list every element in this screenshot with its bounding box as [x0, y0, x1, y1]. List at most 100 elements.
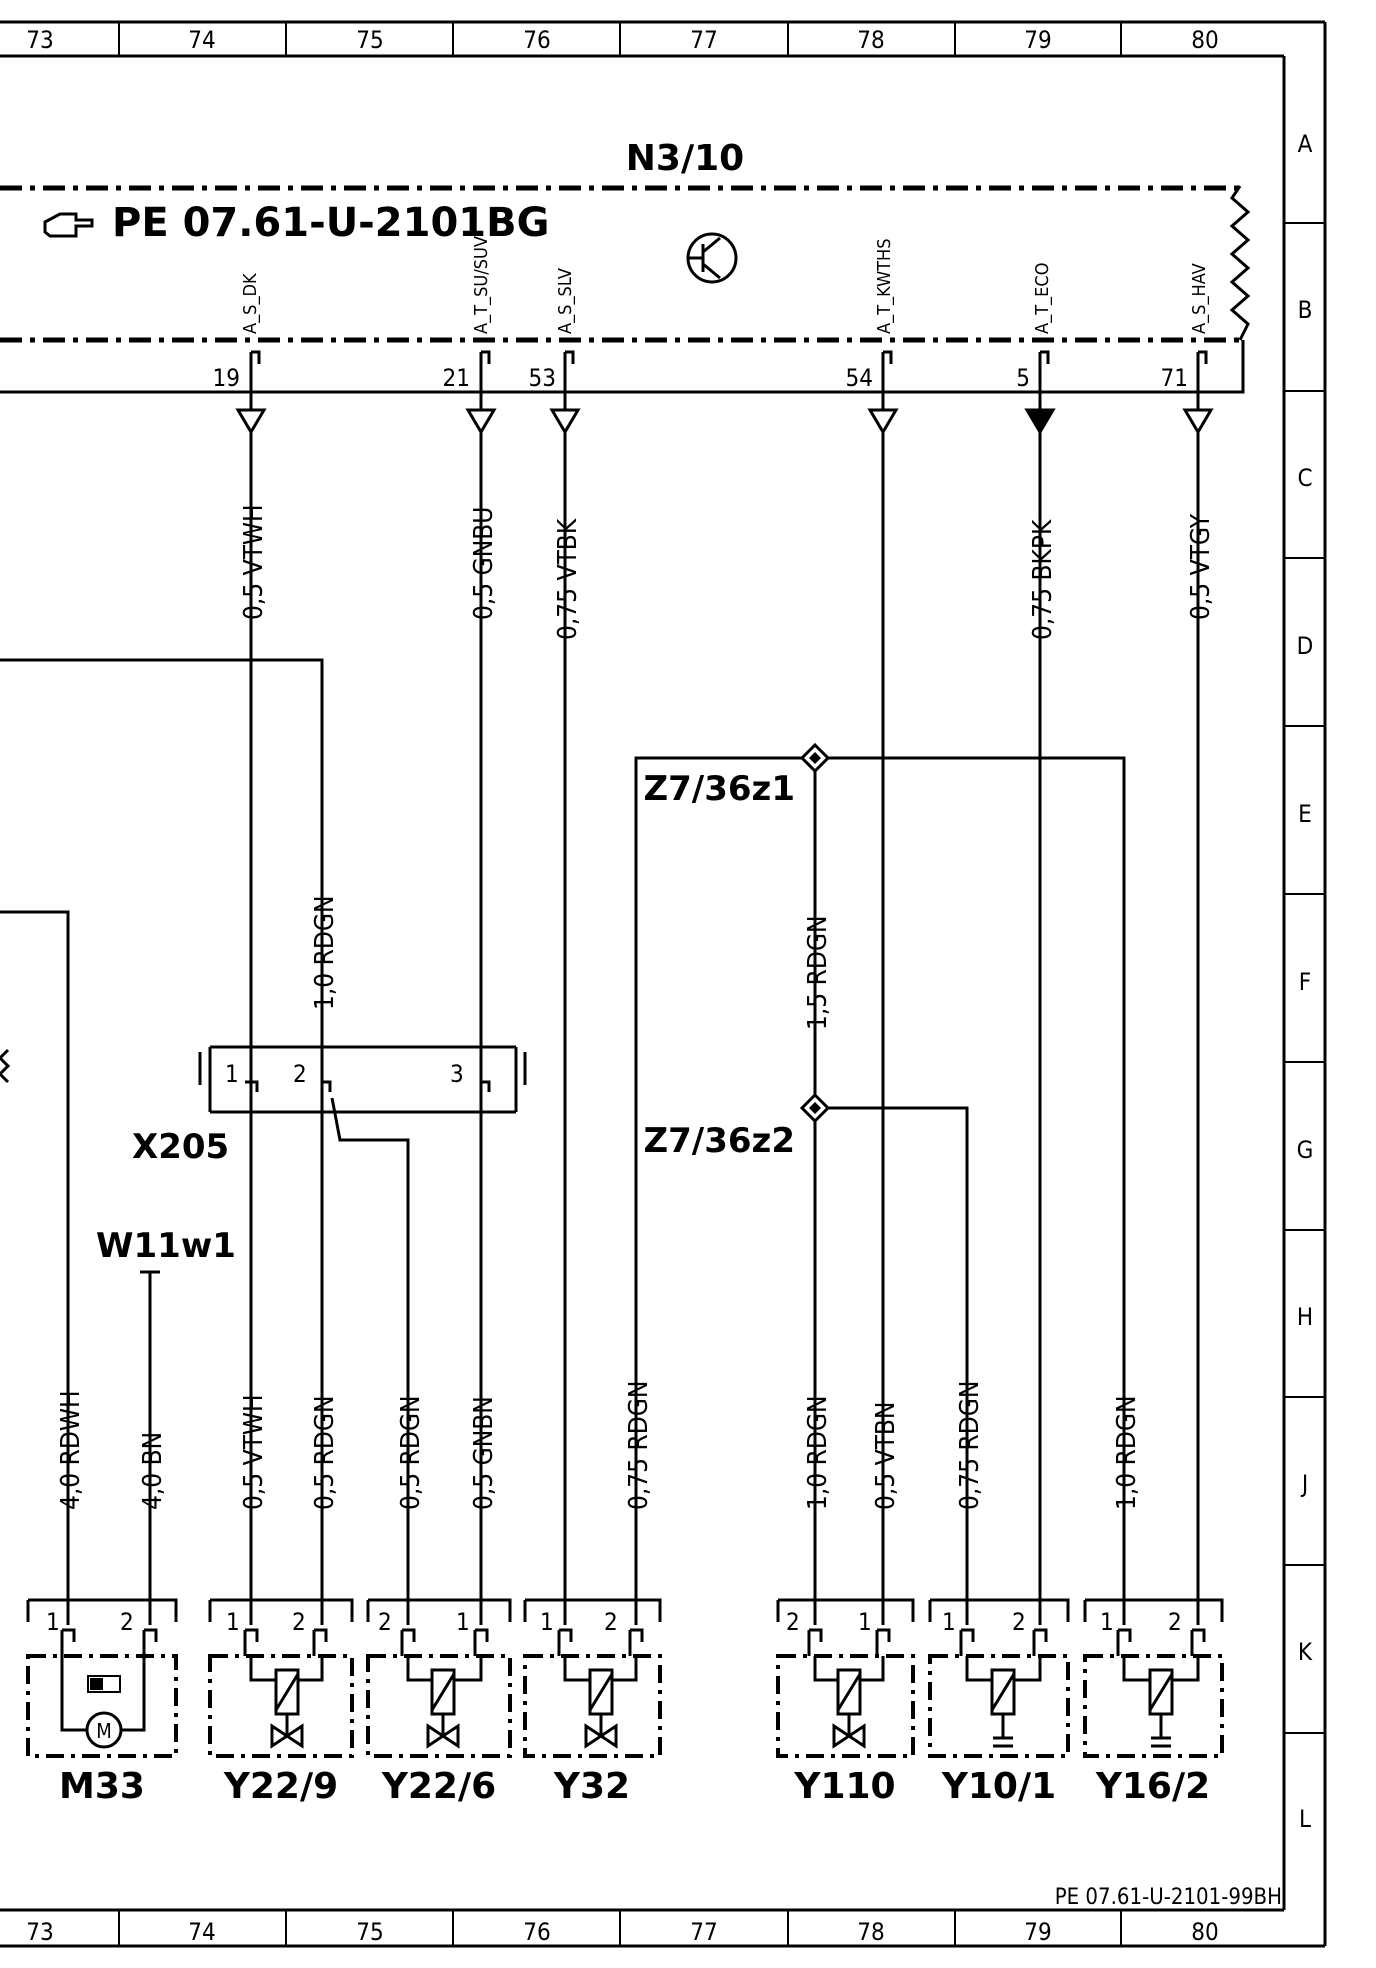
column-label: 74 — [188, 26, 215, 54]
connector-pin-label: 1 — [225, 1060, 239, 1088]
wire-label: 0,5 RDGN — [310, 1396, 340, 1511]
reference-label: PE 07.61-U-2101BG — [112, 200, 549, 246]
wire-label: 0,75 RDGN — [955, 1381, 985, 1510]
component-pin-label: 2 — [292, 1608, 306, 1636]
solenoid-valve-icon — [584, 1668, 618, 1749]
solenoid-icon — [990, 1668, 1016, 1748]
solenoid-valve-icon — [270, 1668, 304, 1749]
partial-component-icon — [0, 1048, 11, 1084]
component-pin-label: 1 — [46, 1608, 60, 1636]
column-label: 79 — [1024, 26, 1051, 54]
row-labels: A B C D E F G H J K L — [1297, 130, 1314, 1833]
column-label: 75 — [356, 26, 383, 54]
wire-label: 0,75 RDGN — [624, 1381, 654, 1510]
signal-label: A_S_DK — [240, 273, 261, 334]
connector-pin-label: 2 — [293, 1060, 307, 1088]
component-pin-label: 1 — [540, 1608, 554, 1636]
motor-icon — [85, 1711, 123, 1749]
column-label: 74 — [188, 1918, 215, 1946]
reference-hand-icon — [43, 212, 94, 238]
component-label: Y32 — [553, 1766, 630, 1807]
row-label: A — [1298, 130, 1313, 158]
splice-label: Z7/36z2 — [644, 1121, 796, 1161]
component-pin-label: 1 — [1100, 1608, 1114, 1636]
pin-number: 21 — [443, 364, 470, 392]
wire-label: 0,5 VTWH — [239, 504, 269, 620]
row-label: C — [1297, 464, 1312, 492]
component-labels: Y22/9 Y22/6 Y32 Y110 Y10/1 Y16/2 — [223, 1766, 1210, 1807]
wire-label: 0,5 RDGN — [396, 1396, 426, 1511]
column-label: 79 — [1024, 1918, 1051, 1946]
connector-x205-pins: 1 2 3 — [225, 1060, 464, 1088]
wire-label: 0,5 GNBU — [469, 507, 499, 620]
row-label: H — [1297, 1303, 1313, 1331]
component-pin-label: 1 — [226, 1608, 240, 1636]
component-pin-label: 1 — [942, 1608, 956, 1636]
connector-pin-label: 3 — [450, 1060, 464, 1088]
splice-label: Z7/36z1 — [644, 769, 796, 809]
wire-label: 1,0 RDGN — [803, 1396, 833, 1511]
wire-label: 4,0 BN — [138, 1432, 168, 1510]
connector-label: X205 — [132, 1127, 229, 1167]
wire-label: 1,0 RDGN — [1112, 1396, 1142, 1511]
signal-label: A_T_KWTHS — [874, 239, 895, 335]
wire-label: 1,5 RDGN — [803, 916, 833, 1031]
component-pin-label: 1 — [456, 1608, 470, 1636]
column-label: 76 — [523, 26, 550, 54]
component-y110 — [776, 1598, 915, 1758]
component-m33-pins: 1 2 — [46, 1608, 134, 1636]
signal-label: A_S_HAV — [1189, 263, 1210, 334]
row-label: G — [1297, 1136, 1314, 1164]
row-label: B — [1298, 296, 1313, 324]
diagram-frame — [0, 20, 1327, 1948]
column-label: 80 — [1191, 1918, 1218, 1946]
column-label: 77 — [690, 26, 717, 54]
component-pin-label: 1 — [858, 1608, 872, 1636]
wire-labels-lower: 4,0 RDWH 4,0 BN 0,5 VTWH 0,5 RDGN 0,5 RD… — [56, 1381, 1142, 1510]
solenoid-valve-icon — [426, 1668, 460, 1749]
row-dividers — [1284, 222, 1325, 1734]
pin-number: 53 — [529, 364, 556, 392]
column-labels-top: 73 74 75 76 77 78 79 80 — [26, 26, 1218, 54]
row-label: L — [1299, 1805, 1311, 1833]
footer-reference: PE 07.61-U-2101-99BH — [1055, 1885, 1282, 1910]
ground-point-label: W11w1 — [96, 1226, 236, 1266]
wires — [0, 432, 1200, 1625]
component-pin-label: 2 — [120, 1608, 134, 1636]
signal-label: A_S_SLV — [555, 268, 576, 334]
splice-points — [799, 742, 831, 1124]
transistor-icon — [686, 232, 738, 284]
wire-label: 0,5 GNBN — [469, 1396, 499, 1510]
column-label: 75 — [356, 1918, 383, 1946]
component-pin-label: 2 — [604, 1608, 618, 1636]
component-label: Y16/2 — [1095, 1766, 1210, 1807]
component-y16-2 — [1083, 1598, 1224, 1758]
component-y10-1 — [928, 1598, 1070, 1758]
row-label: E — [1298, 800, 1312, 828]
wire-label: 0,75 BKPK — [1028, 519, 1058, 640]
pin-number: 5 — [1016, 364, 1030, 392]
control-unit-n3-10: N3/10 PE 07.61-U-2101BG — [0, 138, 1251, 394]
column-label: 73 — [26, 26, 53, 54]
component-pin-label: 2 — [786, 1608, 800, 1636]
row-label: J — [1300, 1470, 1308, 1498]
component-pin-label: 2 — [1012, 1608, 1026, 1636]
column-label: 78 — [857, 26, 884, 54]
pin-number: 19 — [213, 364, 240, 392]
signal-label: A_T_ECO — [1032, 263, 1053, 334]
column-label: 77 — [690, 1918, 717, 1946]
solenoid-valve-icon — [832, 1668, 866, 1749]
component-pin-label: 2 — [1168, 1608, 1182, 1636]
component-label: Y22/9 — [223, 1766, 338, 1807]
pin-stubs — [235, 350, 1214, 435]
component-label: M33 — [59, 1766, 145, 1807]
wire-label: 0,5 VTGY — [1186, 513, 1216, 620]
pin-signal-labels: A_S_DK A_T_SU/SUV A_S_SLV A_T_KWTHS A_T_… — [240, 236, 1210, 334]
signal-label: A_T_SU/SUV — [471, 236, 492, 334]
wire-label: 1,0 RDGN — [310, 896, 340, 1011]
row-label: D — [1297, 632, 1314, 660]
column-label: 80 — [1191, 26, 1218, 54]
component-label: Y22/6 — [381, 1766, 496, 1807]
column-labels-bottom: 73 74 75 76 77 78 79 80 — [26, 1918, 1218, 1946]
